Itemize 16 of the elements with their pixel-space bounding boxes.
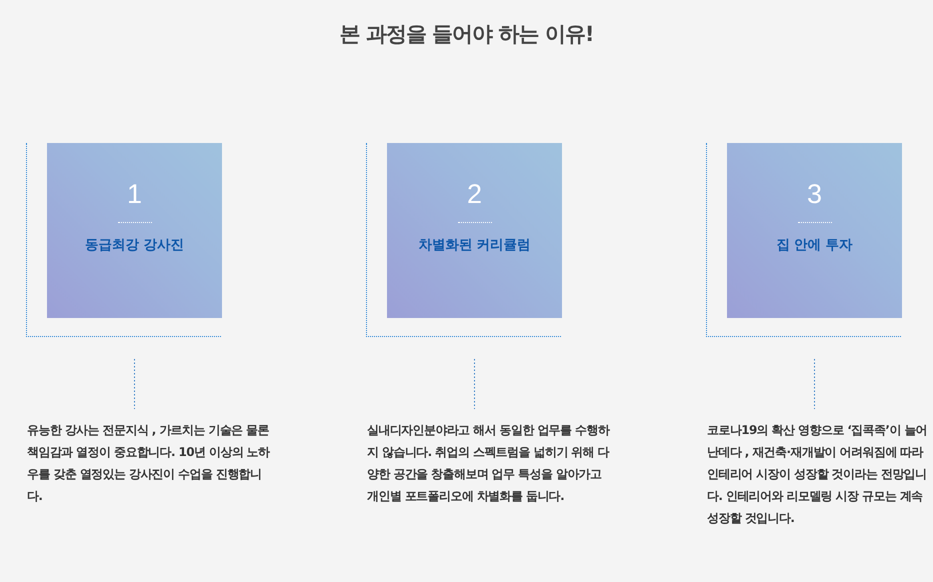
dotted-connector-line	[134, 358, 135, 410]
card-title: 차별화된 커리큘럼	[417, 236, 532, 254]
corner-bracket-line	[26, 143, 221, 337]
description-text: 실내디자인분야라고 해서 동일한 업무를 수행하지 않습니다. 취업의 스펙트럼을 넓히기 위해 다양한 공간을 창출해보며 업무 특성을 알아가고 개인별 포트폴리오에 차별화를 둡니다.	[367, 419, 612, 507]
dotted-connector-line	[814, 358, 815, 410]
dotted-connector-line	[474, 358, 475, 410]
card-title: 집 안에 투자	[776, 236, 854, 254]
step-number: 3	[806, 179, 824, 210]
corner-bracket-line	[706, 143, 901, 337]
corner-bracket-line	[366, 143, 561, 337]
heading: 본 과정을 들어야 하는 이유!	[338, 21, 594, 48]
step-number: 2	[466, 179, 484, 210]
step-number: 1	[126, 179, 144, 210]
card-title: 동급최강 강사진	[84, 236, 185, 254]
description-text: 유능한 강사는 전문지식 , 가르치는 기술은 물론 책임감과 열정이 중요합니다. 10년 이상의 노하우를 갖춘 열정있는 강사진이 수업을 진행합니다.	[27, 419, 272, 507]
description-text: 코로나19의 확산 영향으로 ‘집콕족’이 늘어난데다 , 재건축·재개발이 어려워짐에 따라 인테리어 시장이 성장할 것이라는 전망입니다. 인테리어와 리모델링 시장 규모는 계속 성장할 것입니다.	[707, 419, 929, 529]
